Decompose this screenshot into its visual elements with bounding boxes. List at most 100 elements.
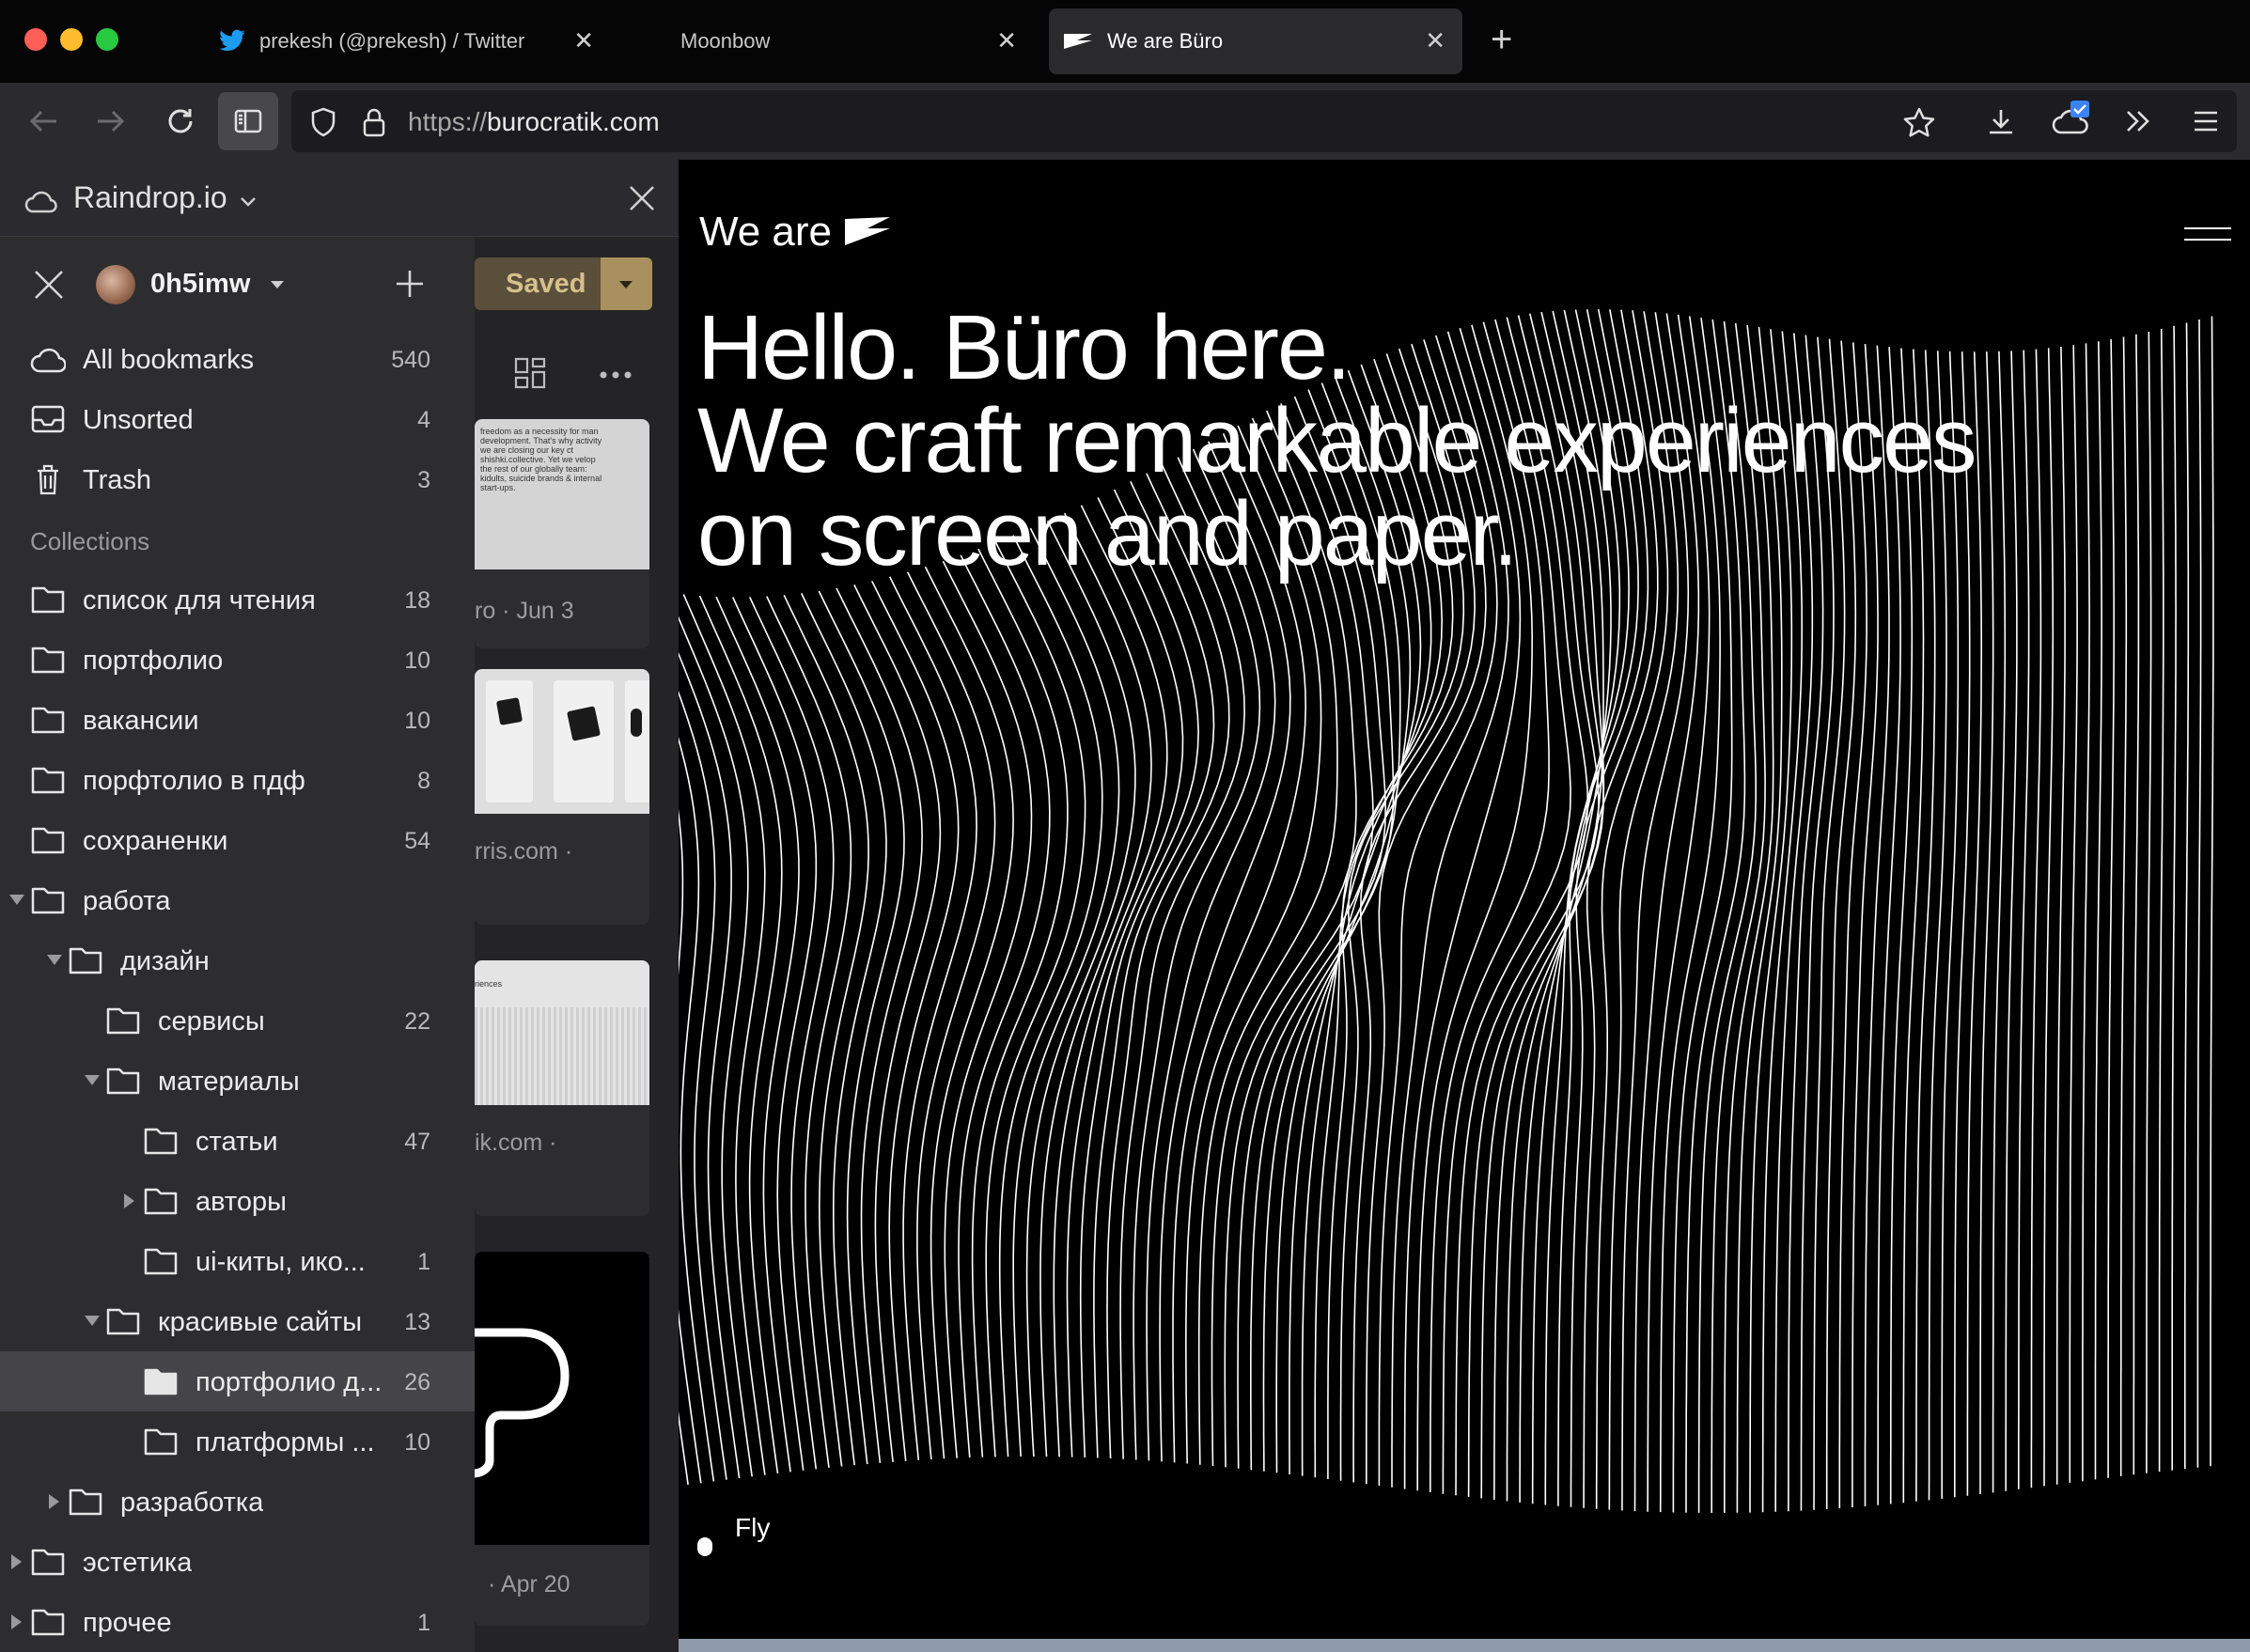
folder-icon — [106, 1068, 140, 1095]
new-tab-button[interactable]: + — [1491, 19, 1513, 60]
collection-item[interactable]: порфтолио в пдф 8 — [0, 750, 475, 810]
saved-button[interactable]: Saved — [475, 257, 601, 310]
collection-item[interactable]: статьи 47 — [0, 1111, 475, 1171]
tab-twitter[interactable]: prekesh (@prekesh) / Twitter ✕ — [207, 8, 611, 74]
wave-line — [1877, 347, 1901, 1505]
url-host: burocratik.com — [487, 107, 660, 136]
wave-line — [1788, 335, 1824, 1512]
expand-caret[interactable] — [49, 1494, 59, 1509]
expand-caret[interactable] — [11, 1554, 22, 1569]
downloads-button[interactable] — [1979, 100, 2023, 143]
wave-line — [2184, 322, 2190, 1470]
close-tab-icon[interactable]: ✕ — [573, 26, 594, 55]
close-tab-icon[interactable]: ✕ — [1425, 26, 1445, 55]
nav-all-bookmarks[interactable]: All bookmarks 540 — [0, 329, 475, 389]
nav-trash[interactable]: Trash 3 — [0, 449, 475, 509]
minimize-window-button[interactable] — [60, 28, 83, 51]
url-text[interactable]: https://burocratik.com — [408, 107, 660, 137]
url-bar[interactable]: https://burocratik.com — [291, 90, 2237, 152]
reload-button[interactable] — [160, 101, 201, 141]
wave-line — [1621, 312, 1690, 1511]
collection-item[interactable]: дизайн — [0, 930, 475, 990]
collection-item[interactable]: красивые сайты 13 — [0, 1291, 475, 1351]
collection-item[interactable]: авторы — [0, 1171, 475, 1231]
tab-moonbow[interactable]: Moonbow ✕ — [667, 8, 1034, 74]
collection-item[interactable]: вакансии 10 — [0, 690, 475, 750]
collection-item[interactable]: материалы — [0, 1051, 475, 1111]
close-window-button[interactable] — [24, 28, 47, 51]
user-menu-caret[interactable] — [271, 281, 284, 288]
wave-line — [1889, 348, 1914, 1504]
expand-caret[interactable] — [85, 1316, 100, 1326]
collection-item[interactable]: прочее 1 — [0, 1592, 475, 1652]
fly-label[interactable]: Fly — [735, 1513, 771, 1542]
more-options-icon[interactable] — [599, 370, 633, 380]
lock-icon[interactable] — [355, 103, 393, 141]
more-tools-button[interactable] — [2117, 100, 2160, 143]
collection-count: 1 — [417, 1249, 430, 1275]
bookmark-card[interactable]: freedom as a necessity for man developme… — [475, 419, 649, 648]
expand-caret[interactable] — [9, 895, 24, 905]
wave-line — [1800, 336, 1835, 1511]
expand-caret[interactable] — [11, 1614, 22, 1629]
forward-button[interactable] — [90, 101, 132, 141]
avatar[interactable] — [96, 265, 135, 304]
hero-headline: Hello. Büro here. We craft remarkable ex… — [697, 301, 1977, 580]
zoom-window-button[interactable] — [96, 28, 118, 51]
buro-flag-icon — [1064, 34, 1092, 49]
folder-icon — [144, 1248, 178, 1275]
collection-item[interactable]: портфолио 10 — [0, 630, 475, 690]
collection-item[interactable]: эстетика — [0, 1532, 475, 1592]
nav-unsorted[interactable]: Unsorted 4 — [0, 389, 475, 449]
collection-item[interactable]: работа — [0, 870, 475, 930]
saved-button-label: Saved — [506, 269, 586, 299]
collection-item[interactable]: ui-киты, ико... 1 — [0, 1231, 475, 1291]
bookmark-card[interactable]: riences ik.com · — [475, 960, 649, 1216]
collection-label: сервисы — [158, 1006, 265, 1036]
back-button[interactable] — [23, 101, 64, 141]
wave-line — [1915, 350, 1936, 1502]
add-icon[interactable] — [395, 269, 425, 299]
wave-line — [1430, 321, 1550, 1492]
close-tab-icon[interactable]: ✕ — [996, 26, 1017, 55]
collection-item[interactable]: сохраненки 54 — [0, 810, 475, 870]
username[interactable]: 0h5imw — [150, 269, 251, 299]
sidebar-switcher[interactable]: Raindrop.io — [73, 180, 227, 214]
bookmark-meta: ro · Jun 3 — [475, 598, 574, 624]
bookmark-card[interactable]: · Apr 20 — [475, 1252, 649, 1626]
reload-icon — [168, 109, 193, 133]
app-menu-button[interactable] — [2184, 100, 2227, 143]
fly-toggle-indicator[interactable] — [697, 1537, 712, 1556]
expand-caret[interactable] — [85, 1075, 100, 1085]
saved-dropdown-button[interactable] — [601, 257, 652, 310]
chevron-down-icon[interactable] — [239, 195, 258, 209]
collection-item[interactable]: платформы ... 10 — [0, 1411, 475, 1472]
grid-view-icon[interactable] — [514, 357, 546, 389]
collection-item[interactable]: список для чтения 18 — [0, 569, 475, 630]
close-sidebar-icon[interactable] — [628, 184, 656, 212]
collection-label: работа — [83, 886, 171, 916]
folder-icon — [106, 1308, 140, 1335]
collection-item-selected[interactable]: портфолио д... 26 — [0, 1351, 475, 1411]
bookmark-star-button[interactable] — [1898, 101, 1940, 143]
wave-line — [1366, 339, 1487, 1485]
expand-caret[interactable] — [124, 1193, 134, 1208]
collection-label: авторы — [195, 1187, 287, 1217]
tracking-protection-icon[interactable] — [305, 103, 342, 141]
close-icon[interactable] — [33, 269, 65, 301]
site-logo[interactable]: We are — [699, 209, 892, 256]
wave-line — [715, 596, 800, 1473]
brand-text: We are — [699, 209, 833, 255]
sidebar-icon — [234, 109, 262, 133]
sidebar-toggle-button[interactable] — [218, 92, 278, 150]
collection-item[interactable]: разработка — [0, 1472, 475, 1532]
collection-item[interactable]: сервисы 22 — [0, 990, 475, 1051]
expand-caret[interactable] — [47, 955, 62, 965]
wave-line — [783, 594, 869, 1467]
raindrop-extension-button[interactable] — [2047, 96, 2094, 143]
tab-buro[interactable]: We are Büro ✕ — [1049, 8, 1462, 74]
folder-icon — [31, 586, 65, 614]
bookmark-card[interactable]: rris.com · — [475, 669, 649, 925]
site-menu-button[interactable] — [2184, 227, 2231, 250]
wave-line — [698, 595, 783, 1474]
